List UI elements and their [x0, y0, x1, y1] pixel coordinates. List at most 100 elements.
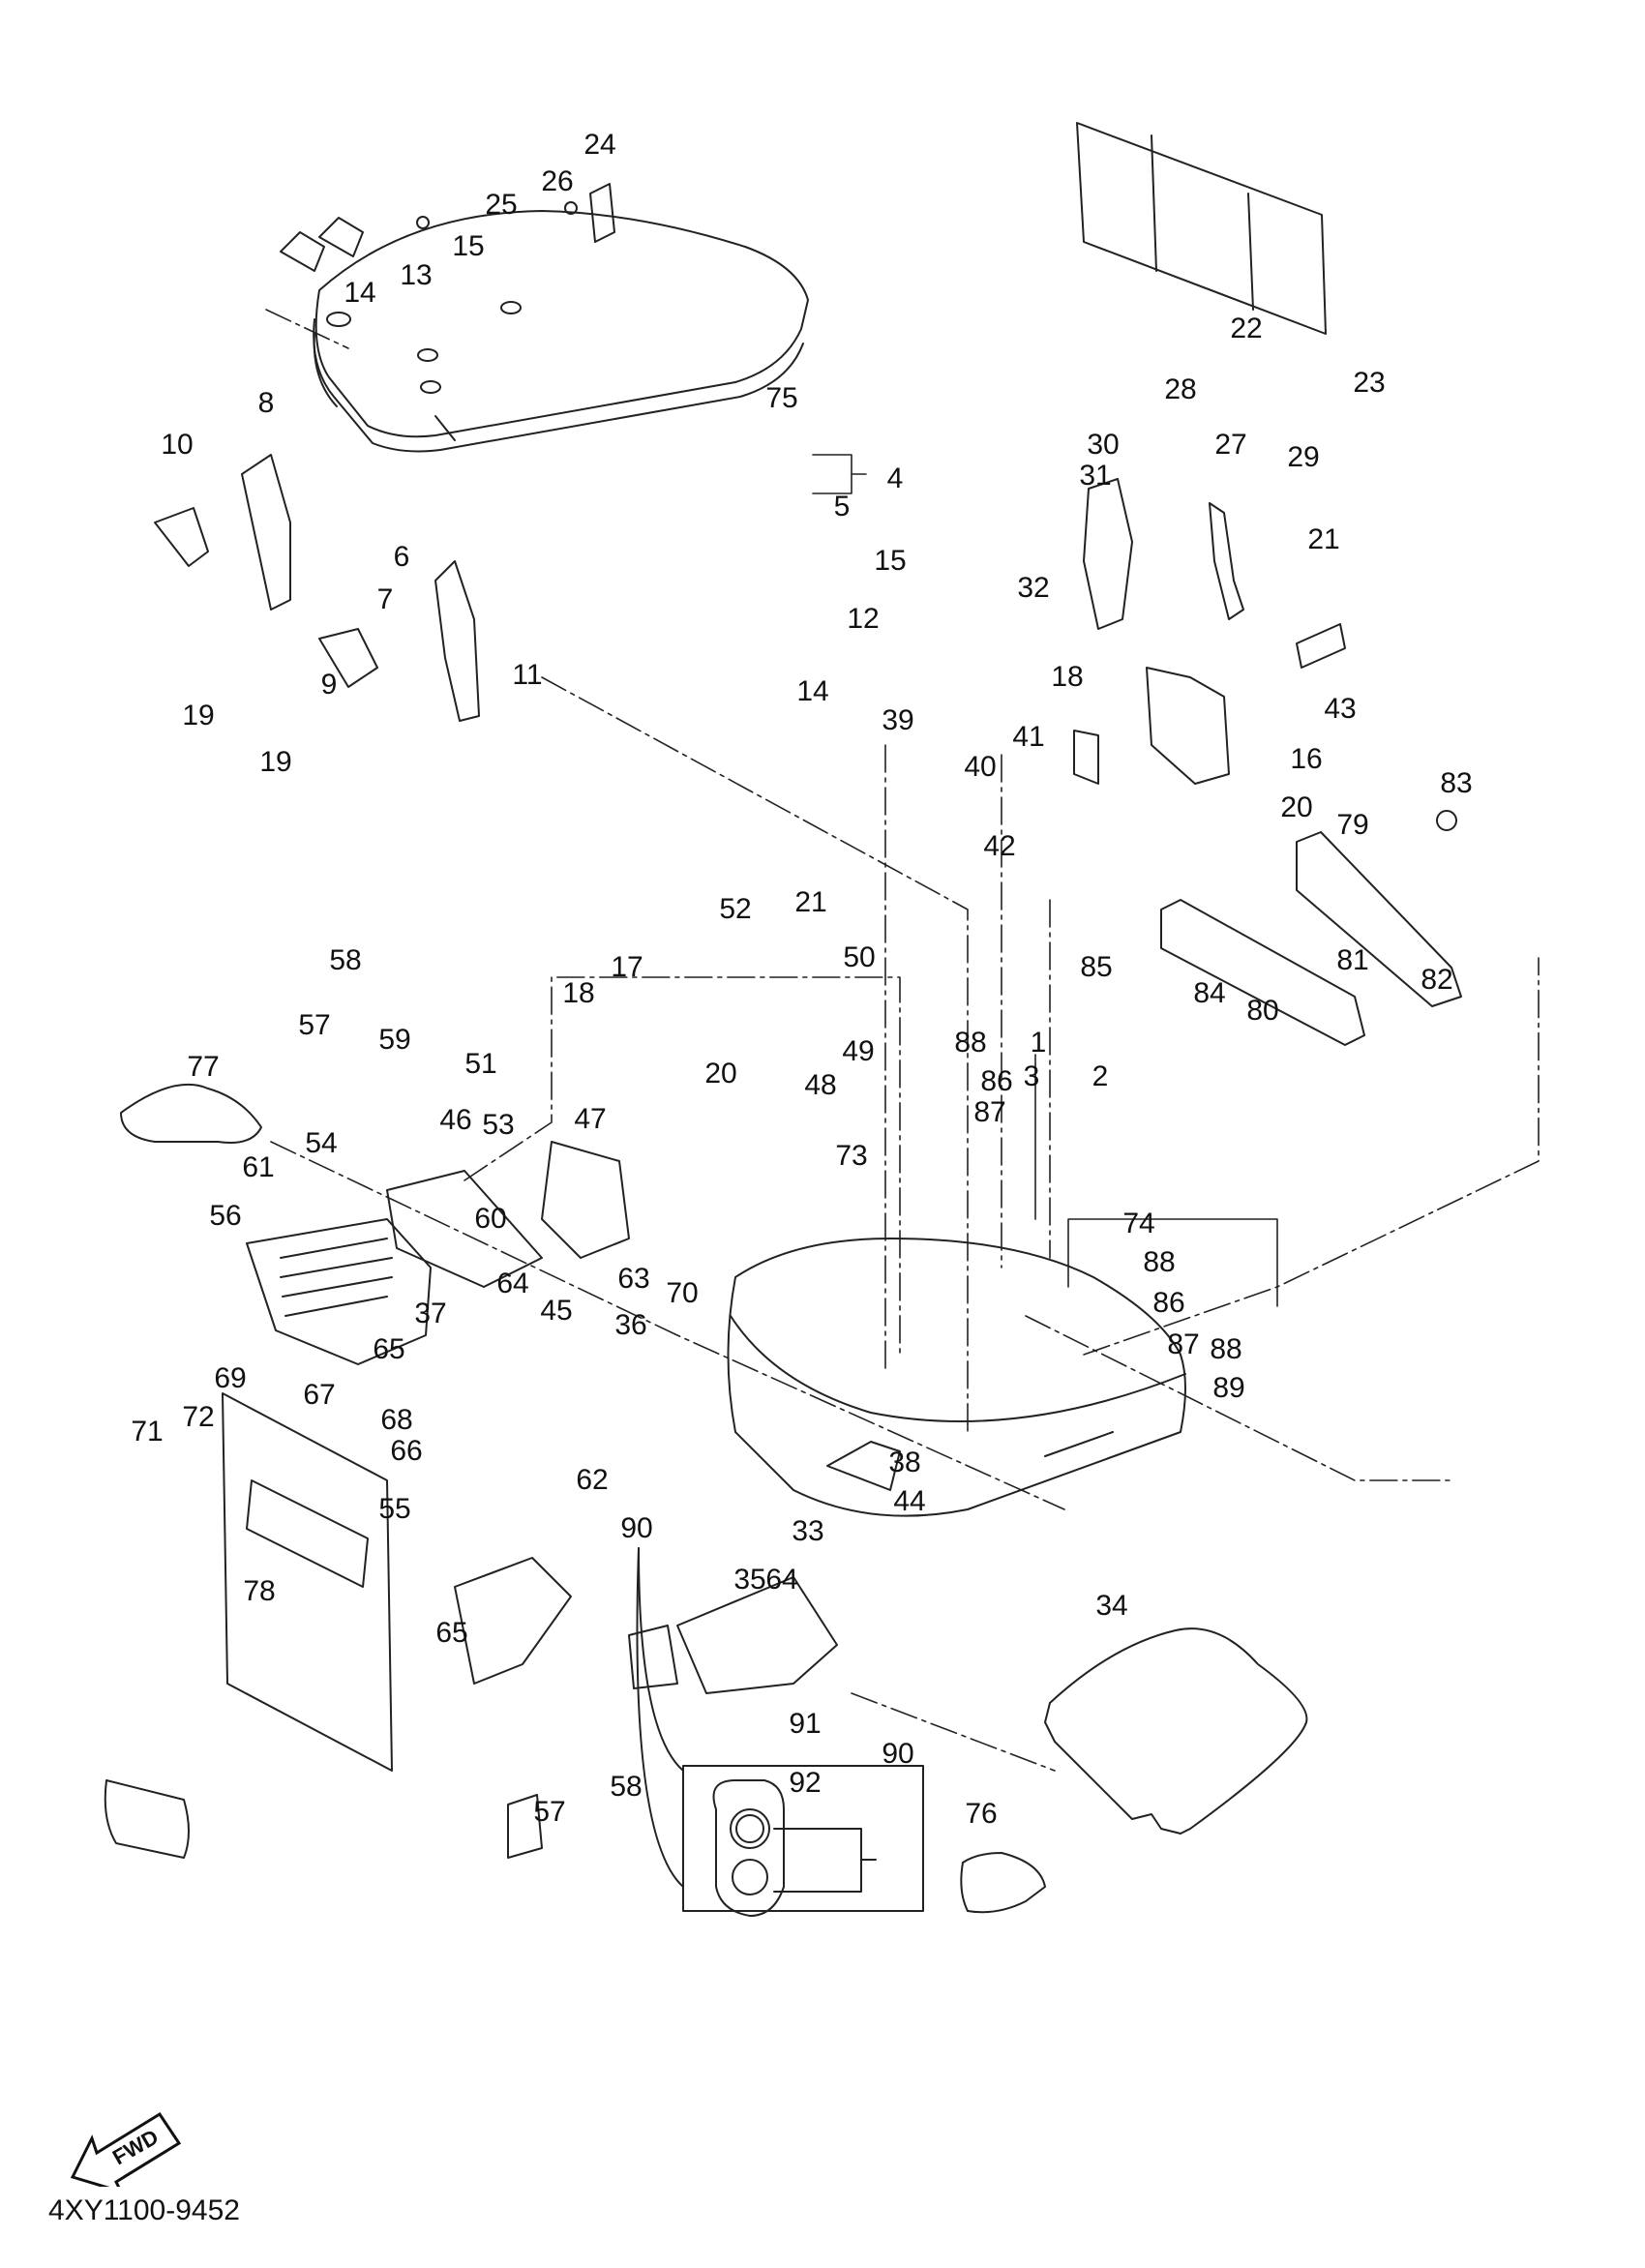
callout-part-7[interactable]: 7 — [376, 583, 394, 615]
callout-part-49[interactable]: 49 — [842, 1035, 875, 1067]
callout-part-66[interactable]: 66 — [390, 1435, 423, 1467]
callout-part-59[interactable]: 59 — [378, 1024, 411, 1056]
callout-part-31[interactable]: 31 — [1079, 460, 1112, 492]
callout-part-26[interactable]: 26 — [541, 165, 574, 197]
callout-part-40[interactable]: 40 — [964, 751, 997, 783]
callout-part-57[interactable]: 57 — [298, 1009, 331, 1041]
callout-part-77[interactable]: 77 — [187, 1051, 220, 1083]
callout-part-14[interactable]: 14 — [796, 675, 829, 707]
callout-part-5[interactable]: 5 — [833, 491, 851, 522]
callout-part-28[interactable]: 28 — [1164, 373, 1197, 405]
callout-part-88[interactable]: 88 — [1143, 1246, 1176, 1278]
callout-part-4[interactable]: 4 — [886, 463, 904, 494]
callout-part-65[interactable]: 65 — [373, 1333, 405, 1365]
callout-part-61[interactable]: 61 — [242, 1151, 275, 1183]
callout-part-24[interactable]: 24 — [583, 129, 616, 161]
callout-part-16[interactable]: 16 — [1290, 743, 1323, 775]
callout-part-54[interactable]: 54 — [305, 1127, 338, 1159]
callout-part-63[interactable]: 63 — [617, 1263, 650, 1295]
callout-part-19[interactable]: 19 — [259, 746, 292, 778]
callout-part-14[interactable]: 14 — [344, 277, 376, 309]
callout-part-30[interactable]: 30 — [1087, 429, 1120, 461]
callout-part-89[interactable]: 89 — [1212, 1372, 1245, 1404]
callout-part-86[interactable]: 86 — [1152, 1287, 1185, 1319]
callout-part-19[interactable]: 19 — [182, 700, 215, 731]
callout-part-62[interactable]: 62 — [576, 1464, 609, 1496]
callout-part-76[interactable]: 76 — [965, 1798, 998, 1830]
callout-part-15[interactable]: 15 — [874, 545, 907, 577]
callout-part-20[interactable]: 20 — [1280, 791, 1313, 823]
callout-part-38[interactable]: 38 — [888, 1447, 921, 1478]
callout-part-90[interactable]: 90 — [882, 1738, 914, 1770]
callout-part-58[interactable]: 58 — [610, 1771, 643, 1803]
callout-part-27[interactable]: 27 — [1214, 429, 1247, 461]
callout-part-42[interactable]: 42 — [983, 830, 1016, 862]
callout-part-64[interactable]: 64 — [496, 1268, 529, 1299]
callout-part-75[interactable]: 75 — [765, 382, 798, 414]
callout-part-11[interactable]: 11 — [512, 659, 543, 691]
callout-part-34[interactable]: 34 — [1095, 1590, 1128, 1622]
callout-part-29[interactable]: 29 — [1287, 441, 1320, 473]
callout-part-12[interactable]: 12 — [847, 603, 880, 635]
callout-part-10[interactable]: 10 — [161, 429, 194, 461]
callout-part-70[interactable]: 70 — [666, 1277, 699, 1309]
callout-part-36[interactable]: 36 — [614, 1309, 647, 1341]
callout-part-18[interactable]: 18 — [562, 977, 595, 1009]
callout-part-48[interactable]: 48 — [804, 1069, 837, 1101]
callout-part-68[interactable]: 68 — [380, 1404, 413, 1436]
callout-part-82[interactable]: 82 — [1421, 964, 1453, 996]
callout-part-53[interactable]: 53 — [482, 1109, 515, 1141]
callout-part-81[interactable]: 81 — [1336, 944, 1369, 976]
callout-part-78[interactable]: 78 — [243, 1575, 276, 1607]
callout-part-39[interactable]: 39 — [882, 704, 914, 736]
callout-part-15[interactable]: 15 — [452, 230, 485, 262]
callout-part-69[interactable]: 69 — [214, 1362, 247, 1394]
callout-part-72[interactable]: 72 — [182, 1401, 215, 1433]
callout-part-20[interactable]: 20 — [704, 1058, 737, 1089]
callout-part-33[interactable]: 33 — [792, 1515, 824, 1547]
callout-part-65[interactable]: 65 — [435, 1617, 468, 1649]
callout-part-79[interactable]: 79 — [1336, 809, 1369, 841]
callout-part-17[interactable]: 17 — [611, 951, 643, 983]
callout-part-55[interactable]: 55 — [378, 1493, 411, 1525]
callout-part-25[interactable]: 25 — [485, 189, 518, 221]
callout-part-84[interactable]: 84 — [1193, 977, 1226, 1009]
callout-part-1[interactable]: 1 — [1030, 1027, 1047, 1059]
callout-part-88[interactable]: 88 — [1210, 1333, 1242, 1365]
callout-part-47[interactable]: 47 — [574, 1103, 607, 1135]
callout-part-64[interactable]: 64 — [765, 1564, 798, 1596]
callout-part-50[interactable]: 50 — [843, 941, 876, 973]
callout-part-71[interactable]: 71 — [131, 1416, 164, 1447]
callout-part-74[interactable]: 74 — [1122, 1208, 1155, 1239]
callout-part-21[interactable]: 21 — [794, 886, 827, 918]
callout-part-2[interactable]: 2 — [1092, 1060, 1109, 1092]
callout-part-60[interactable]: 60 — [474, 1203, 507, 1235]
callout-part-3[interactable]: 3 — [1023, 1060, 1040, 1092]
callout-part-8[interactable]: 8 — [257, 387, 275, 419]
callout-part-92[interactable]: 92 — [789, 1767, 822, 1799]
callout-part-41[interactable]: 41 — [1012, 721, 1045, 753]
callout-part-73[interactable]: 73 — [835, 1140, 868, 1172]
callout-part-22[interactable]: 22 — [1230, 313, 1263, 344]
callout-part-37[interactable]: 37 — [414, 1298, 447, 1329]
callout-part-86[interactable]: 86 — [980, 1065, 1013, 1097]
callout-part-32[interactable]: 32 — [1017, 572, 1050, 604]
callout-part-35[interactable]: 35 — [733, 1564, 766, 1596]
callout-part-87[interactable]: 87 — [1167, 1328, 1200, 1360]
callout-part-45[interactable]: 45 — [540, 1295, 573, 1327]
callout-part-91[interactable]: 91 — [789, 1708, 822, 1740]
callout-part-23[interactable]: 23 — [1353, 367, 1386, 399]
callout-part-67[interactable]: 67 — [303, 1379, 336, 1411]
callout-part-21[interactable]: 21 — [1307, 523, 1340, 555]
callout-part-88[interactable]: 88 — [954, 1027, 987, 1059]
callout-part-52[interactable]: 52 — [719, 893, 752, 925]
callout-part-85[interactable]: 85 — [1080, 951, 1113, 983]
callout-part-43[interactable]: 43 — [1324, 693, 1357, 725]
callout-part-9[interactable]: 9 — [320, 669, 338, 701]
callout-part-58[interactable]: 58 — [329, 944, 362, 976]
callout-part-80[interactable]: 80 — [1246, 995, 1279, 1027]
callout-part-87[interactable]: 87 — [973, 1096, 1006, 1128]
callout-part-57[interactable]: 57 — [533, 1796, 566, 1828]
callout-part-44[interactable]: 44 — [893, 1485, 926, 1517]
callout-part-90[interactable]: 90 — [620, 1512, 653, 1544]
